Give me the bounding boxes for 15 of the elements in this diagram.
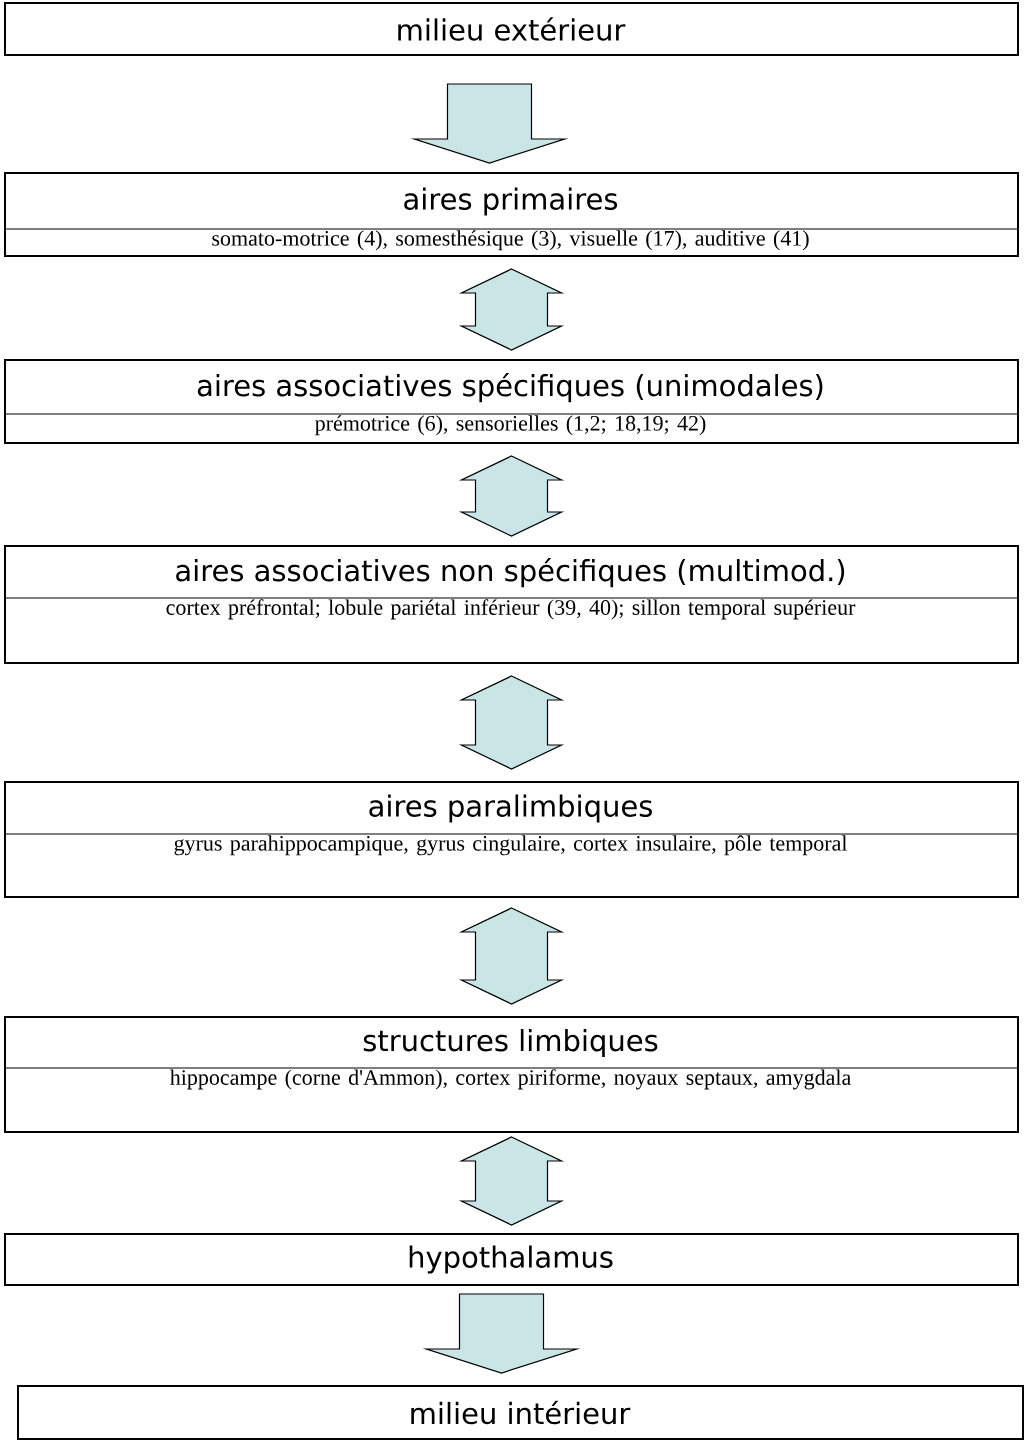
block-arrow xyxy=(458,675,565,770)
level-box: structures limbiques hippocampe (corne d'Ammon), cortex piriforme, noyaux septaux, amygdala xyxy=(3,1016,1019,1133)
level-box: aires paralimbiques gyrus parahippocampique, gyrus cingulaire, cortex insulaire, pôle temporal xyxy=(3,781,1019,898)
block-arrow xyxy=(410,83,569,164)
level-box: aires primaires somato-motrice (4), somesthésique (3), visuelle (17), auditive (41) xyxy=(3,172,1019,257)
level-box: milieu intérieur xyxy=(17,1385,1024,1440)
block-arrow xyxy=(458,268,565,351)
level-box: milieu extérieur xyxy=(4,2,1019,56)
block-arrow xyxy=(458,455,565,537)
level-box: aires associatives spécifiques (unimodales) prémotrice (6), sensorielles (1,2; 18,19; 42) xyxy=(3,359,1019,444)
block-arrow xyxy=(458,907,565,1005)
block-arrow xyxy=(422,1293,581,1374)
level-box: aires associatives non spécifiques (multimod.) cortex préfrontal; lobule pariétal inférieur (39, 40); sillon temporal supérieur xyxy=(3,545,1019,664)
level-box: hypothalamus xyxy=(4,1233,1019,1286)
block-arrow xyxy=(458,1136,565,1226)
